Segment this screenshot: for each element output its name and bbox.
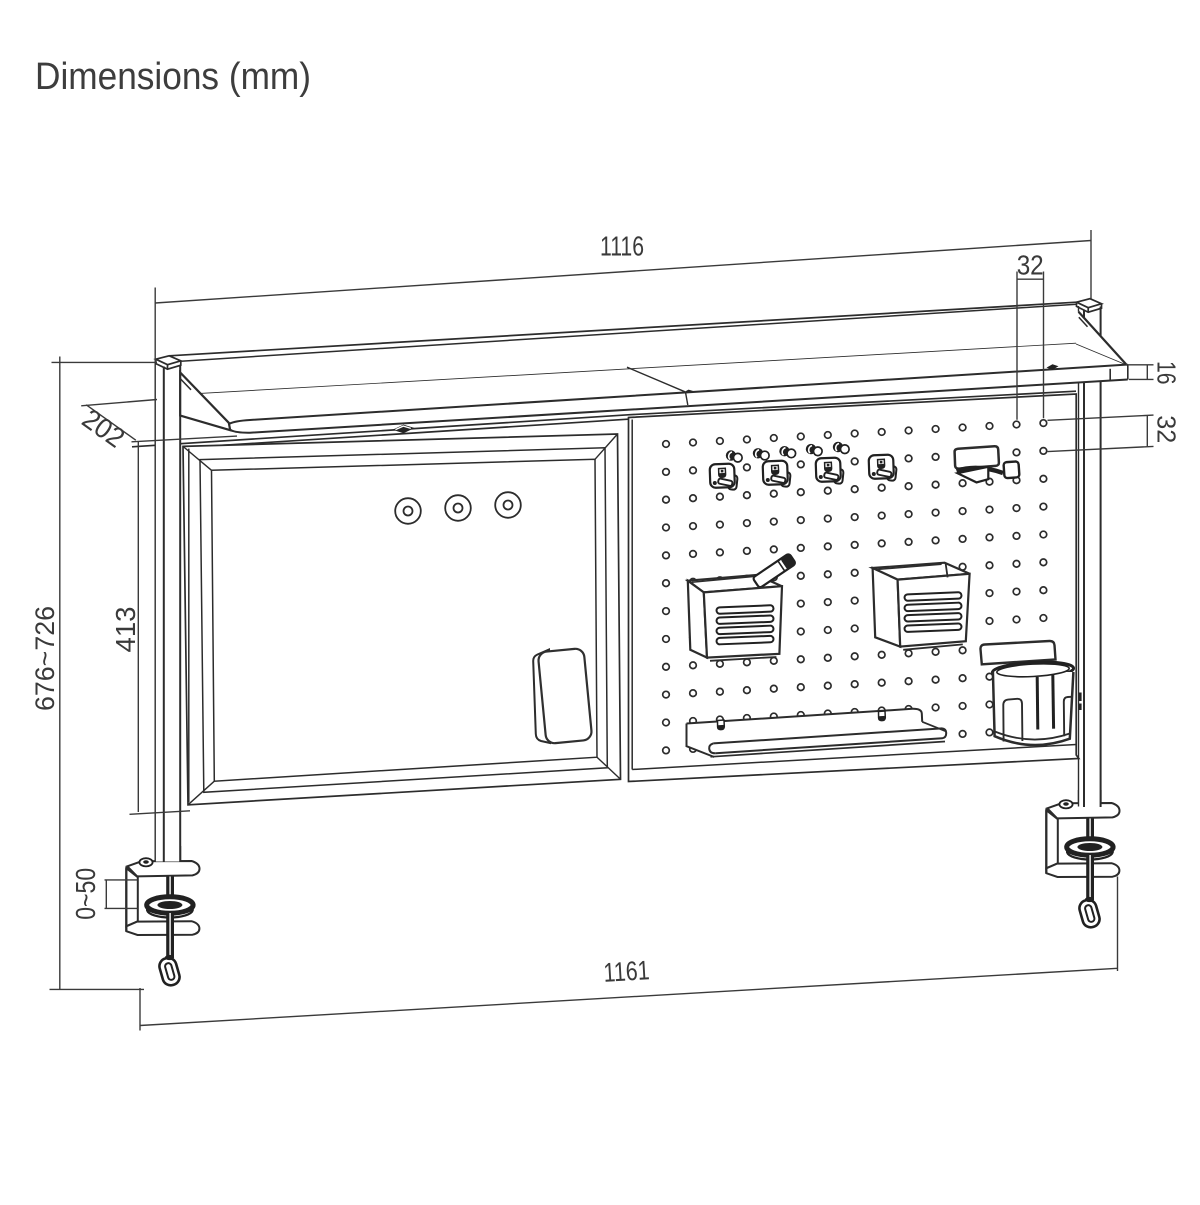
svg-text:1116: 1116: [600, 231, 644, 262]
svg-text:32: 32: [1017, 250, 1044, 281]
svg-text:1161: 1161: [603, 955, 651, 988]
svg-text:16: 16: [1152, 361, 1182, 385]
svg-text:413: 413: [110, 607, 141, 653]
svg-text:0~50: 0~50: [70, 868, 101, 920]
svg-text:32: 32: [1152, 415, 1182, 443]
svg-text:676~726: 676~726: [30, 606, 60, 711]
svg-text:Dimensions (mm): Dimensions (mm): [35, 56, 311, 98]
